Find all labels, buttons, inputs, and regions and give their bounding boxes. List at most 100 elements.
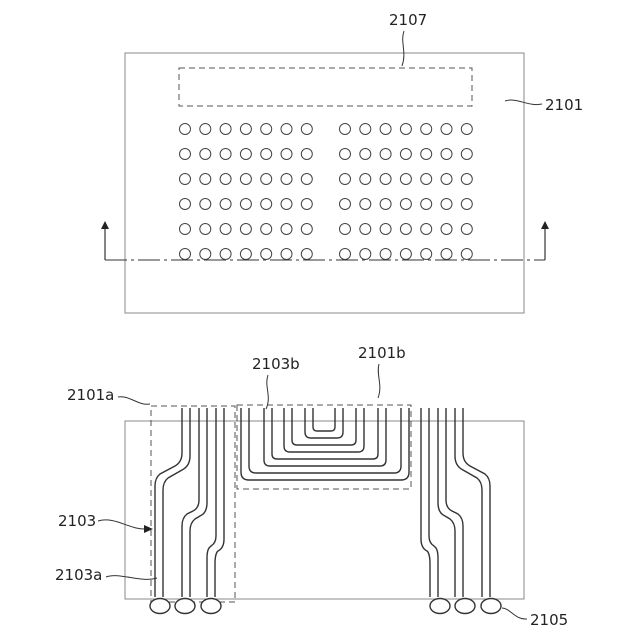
ball-pad — [281, 224, 292, 235]
ball-pad — [461, 149, 472, 160]
leader-2103 — [98, 520, 146, 529]
ball-pad — [240, 249, 251, 260]
ball-pad — [261, 199, 272, 210]
ball-pad — [301, 174, 312, 185]
ball-pad — [281, 199, 292, 210]
ball-pad — [200, 224, 211, 235]
label-2101: 2101 — [545, 96, 583, 114]
trace-l1-inner — [163, 408, 190, 597]
ball-pad — [240, 124, 251, 135]
ball-pad — [380, 249, 391, 260]
ball-pad — [281, 124, 292, 135]
ball-pad — [360, 149, 371, 160]
solder-ball — [455, 599, 475, 614]
section-arrow-right-head — [541, 221, 549, 229]
middle-traces — [241, 408, 409, 480]
u-trace-3 — [264, 408, 386, 466]
ball-pad — [301, 224, 312, 235]
ball-pad — [340, 174, 351, 185]
ball-pad — [421, 174, 432, 185]
ball-pad — [180, 249, 191, 260]
solder-ball — [481, 599, 501, 614]
ball-pad — [240, 224, 251, 235]
ball-pad — [180, 124, 191, 135]
ball-pad — [441, 124, 452, 135]
ball-pad — [441, 249, 452, 260]
ball-pad — [340, 199, 351, 210]
solder-ball — [201, 599, 221, 614]
ball-pad — [360, 174, 371, 185]
top-window-region — [179, 68, 472, 106]
leader-2101b — [378, 364, 380, 398]
ball-pad — [180, 224, 191, 235]
ball-pad — [220, 199, 231, 210]
ball-pad — [400, 224, 411, 235]
ball-pad — [360, 249, 371, 260]
ball-pad — [400, 174, 411, 185]
ball-pad — [421, 199, 432, 210]
ball-pad — [261, 149, 272, 160]
ball-pad — [301, 199, 312, 210]
leader-2103a — [106, 576, 157, 580]
ball-pad — [220, 174, 231, 185]
ball-pad — [261, 124, 272, 135]
ball-pad — [180, 149, 191, 160]
ball-pad — [240, 199, 251, 210]
ball-pad — [441, 174, 452, 185]
solder-ball — [175, 599, 195, 614]
ball-pad — [461, 174, 472, 185]
ball-pad — [200, 199, 211, 210]
ball-pad — [400, 199, 411, 210]
label-2103: 2103 — [58, 512, 96, 530]
ball-pad — [400, 249, 411, 260]
ball-pad — [380, 149, 391, 160]
u-trace-7 — [305, 408, 343, 438]
ball-pad — [340, 149, 351, 160]
leader-2105 — [502, 608, 527, 619]
label-2103a: 2103a — [55, 566, 102, 584]
ball-pad — [301, 124, 312, 135]
ball-pad — [421, 124, 432, 135]
label-2107: 2107 — [389, 11, 427, 29]
ball-pad — [461, 124, 472, 135]
label-2105: 2105 — [530, 611, 568, 629]
ball-pad — [400, 124, 411, 135]
ball-pad — [360, 224, 371, 235]
ball-pad — [200, 174, 211, 185]
ball-pad — [340, 224, 351, 235]
ball-pad — [461, 199, 472, 210]
ball-pad — [441, 224, 452, 235]
ball-pad — [441, 199, 452, 210]
u-trace-1 — [241, 408, 409, 480]
ball-pad — [220, 224, 231, 235]
u-trace-6 — [292, 408, 356, 445]
leader-2103b — [266, 375, 268, 409]
ball-pad — [180, 199, 191, 210]
ball-pad — [421, 149, 432, 160]
label-2101b: 2101b — [358, 344, 406, 362]
ball-pad — [200, 249, 211, 260]
ball-pad — [380, 224, 391, 235]
ball-pad — [360, 124, 371, 135]
trace-l1-outer — [155, 408, 182, 597]
ball-pad — [340, 124, 351, 135]
ball-pad — [340, 249, 351, 260]
ball-pad — [380, 199, 391, 210]
right-traces — [421, 408, 490, 597]
label-2101a: 2101a — [67, 386, 114, 404]
ball-pad — [281, 174, 292, 185]
ball-pad — [421, 224, 432, 235]
ball-pad — [421, 249, 432, 260]
ball-pad — [360, 199, 371, 210]
label-2103b: 2103b — [252, 355, 300, 373]
ball-pad — [301, 249, 312, 260]
left-traces — [155, 408, 224, 597]
ball-pad — [180, 174, 191, 185]
ball-pad — [220, 249, 231, 260]
leader-2107 — [402, 31, 404, 66]
ball-pad — [200, 124, 211, 135]
section-arrow-left-head — [101, 221, 109, 229]
trace-r1-outer — [463, 408, 490, 597]
ball-pad — [301, 149, 312, 160]
ball-pad — [261, 174, 272, 185]
